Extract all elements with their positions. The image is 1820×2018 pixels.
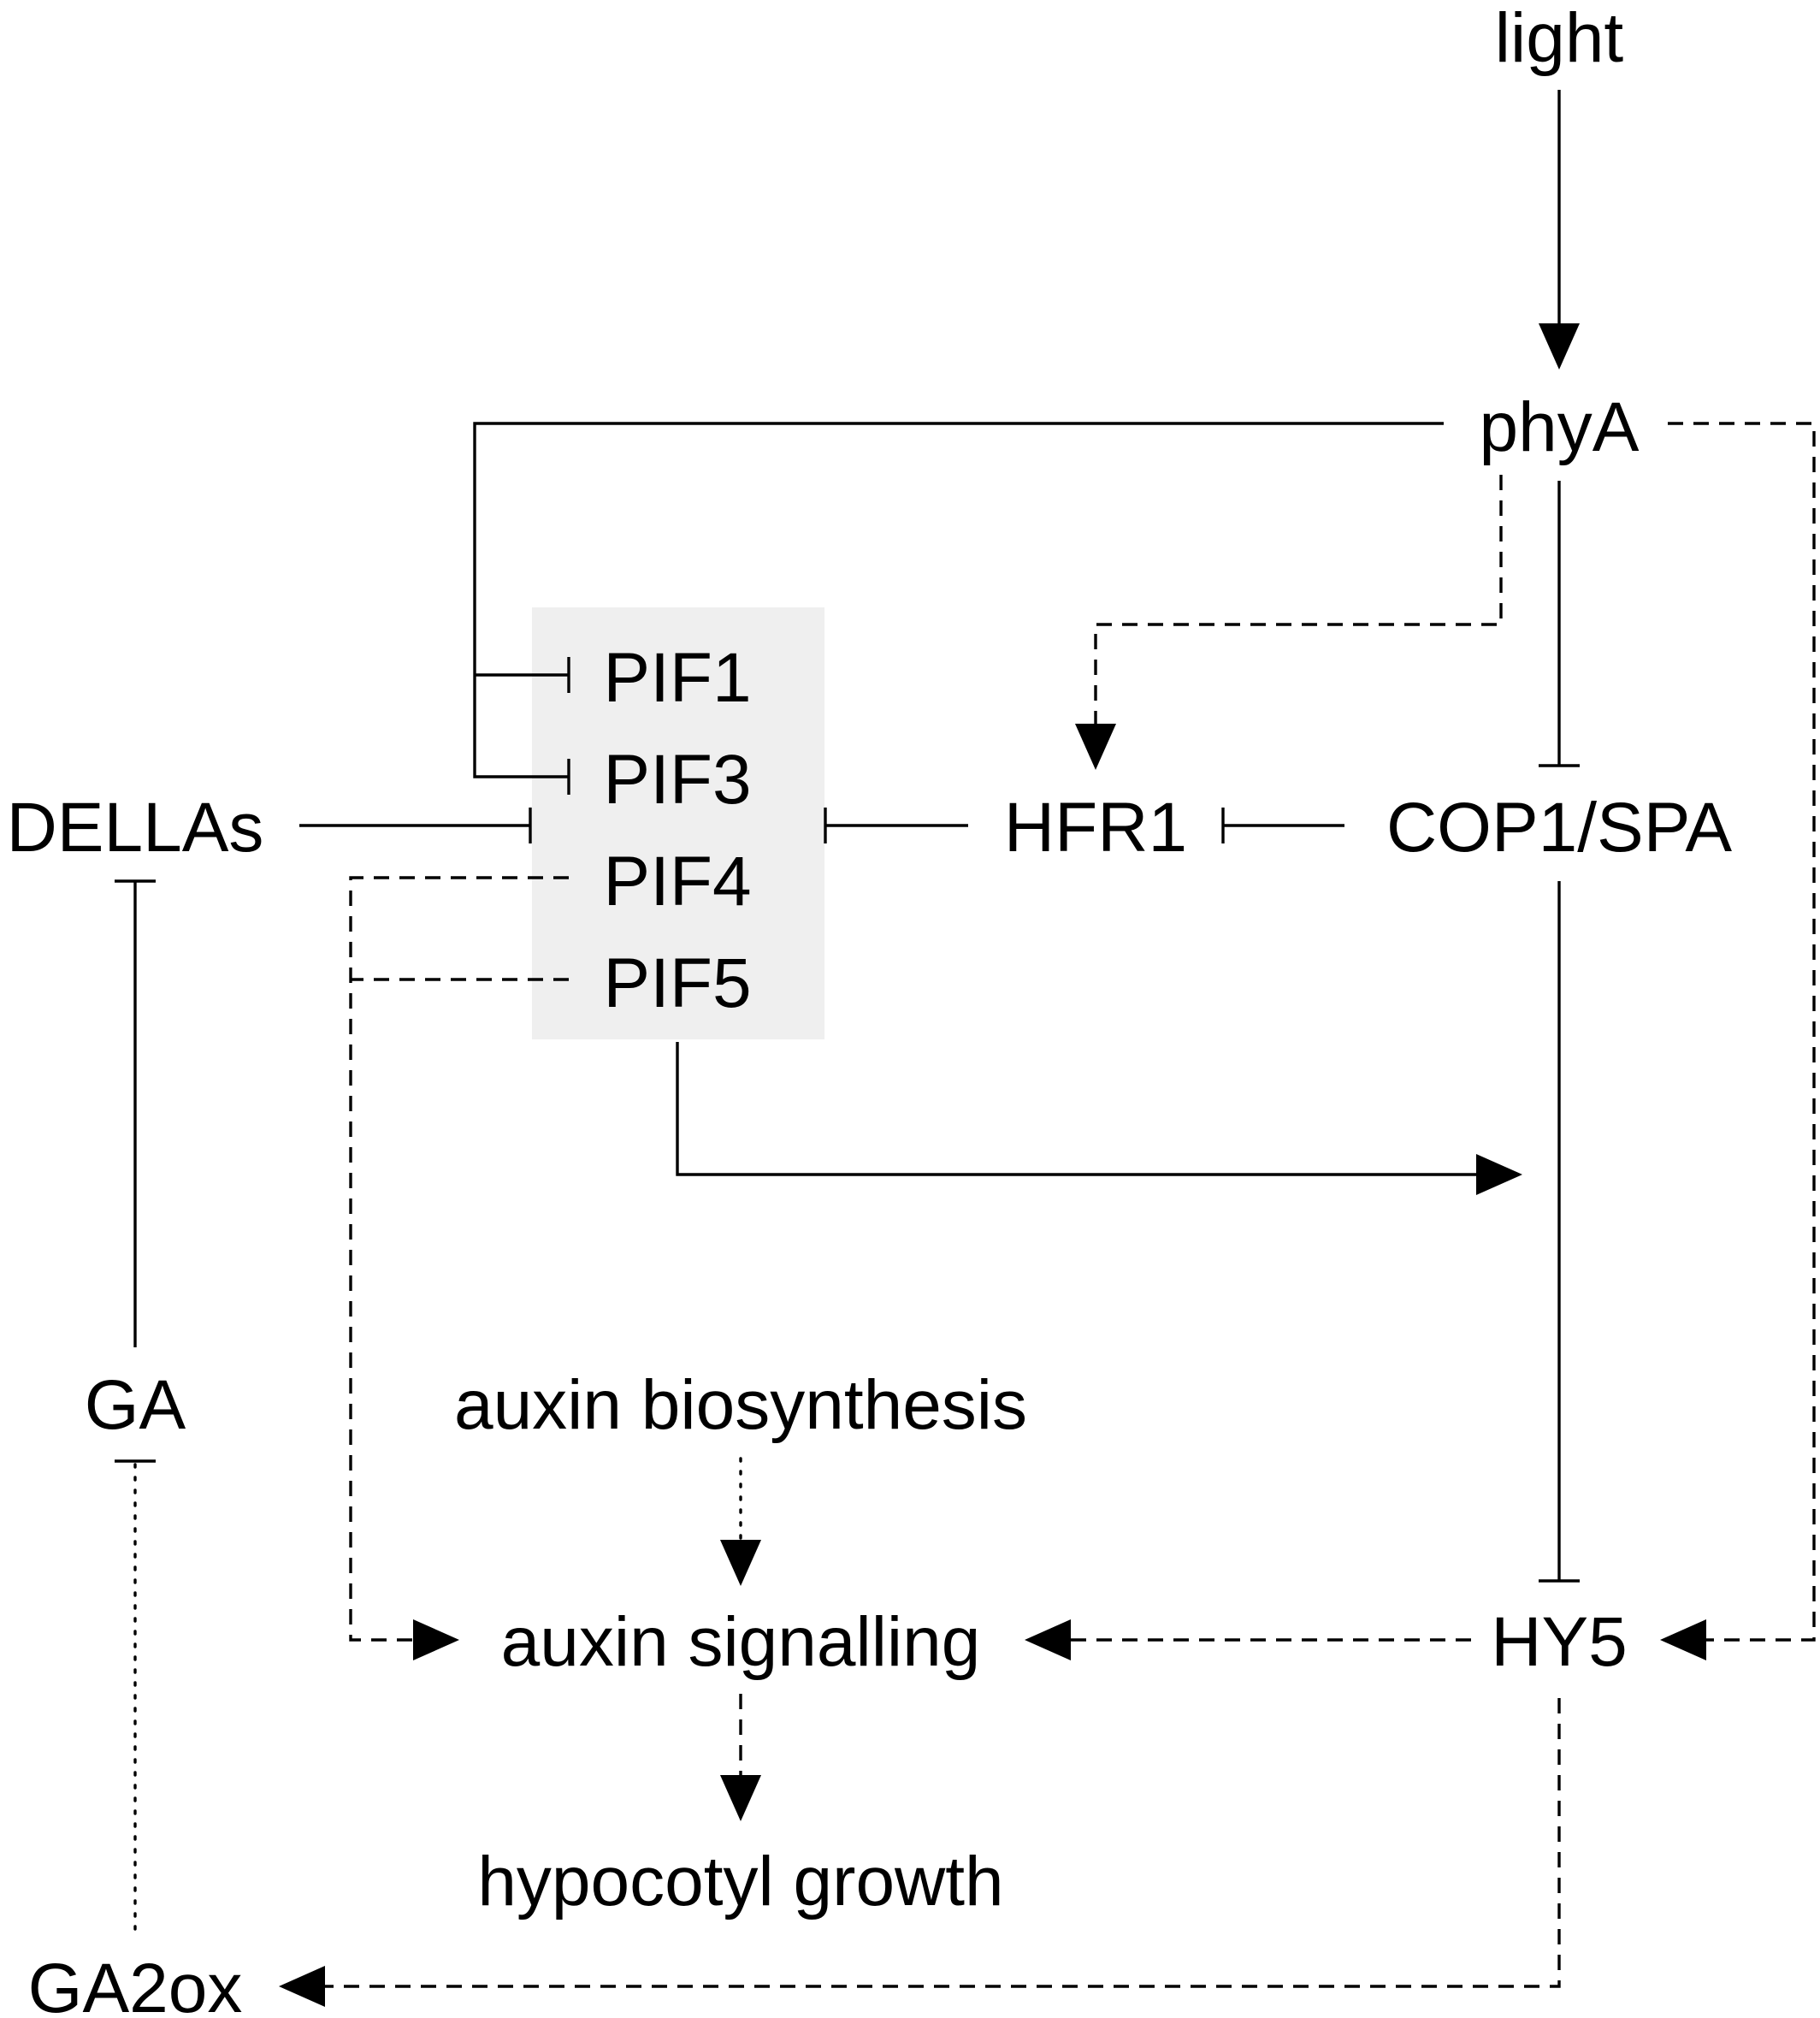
edge-auxin-signalling-to-hypocotyl-growth <box>720 1694 761 1821</box>
node-hfr1: HFR1 <box>1004 789 1187 867</box>
edge-hfr1-inhibits-pifs <box>824 808 968 843</box>
node-light: light <box>1495 0 1624 77</box>
edge-light-to-phya <box>1539 90 1580 370</box>
edge-hy5-to-auxin-signalling <box>1025 1619 1471 1660</box>
edge-pif4-pif5-to-auxin-signalling <box>349 876 569 1660</box>
edge-phya-inhibits-pif1-pif3 <box>473 422 1444 795</box>
node-pif4: PIF4 <box>603 843 751 920</box>
edge-phya-inhibits-cop1 <box>1539 481 1580 767</box>
edge-hy5-to-ga2ox <box>279 1698 1561 2007</box>
node-pif1: PIF1 <box>603 639 751 717</box>
node-phya: phyA <box>1480 388 1640 466</box>
edge-ga-inhibits-dellas <box>115 879 156 1347</box>
edge-phya-to-hfr1 <box>1075 475 1503 770</box>
node-dellas: DELLAs <box>7 789 264 867</box>
edge-auxin-biosynthesis-to-signalling <box>720 1457 761 1586</box>
edge-cop1-inhibits-hfr1 <box>1221 808 1344 843</box>
node-pif5: PIF5 <box>603 944 751 1022</box>
pif-group-box <box>532 607 824 1039</box>
node-cop1-spa: COP1/SPA <box>1386 789 1732 867</box>
node-ga: GA <box>85 1366 186 1444</box>
edge-cop1-inhibits-hy5 <box>1539 881 1580 1583</box>
edge-phya-to-hy5 <box>1660 422 1816 1660</box>
node-hy5: HY5 <box>1491 1603 1628 1681</box>
edge-pifs-to-axis <box>676 1042 1522 1195</box>
node-auxin-signalling: auxin signalling <box>501 1603 981 1681</box>
node-auxin-biosynthesis: auxin biosynthesis <box>454 1366 1027 1444</box>
node-hypocotyl-growth: hypocotyl growth <box>477 1843 1003 1920</box>
edge-dellas-inhibit-pifs <box>299 808 532 843</box>
edge-ga2ox-inhibits-ga <box>115 1459 156 1931</box>
node-ga2ox: GA2ox <box>28 1950 243 2018</box>
node-pif3: PIF3 <box>603 741 751 819</box>
